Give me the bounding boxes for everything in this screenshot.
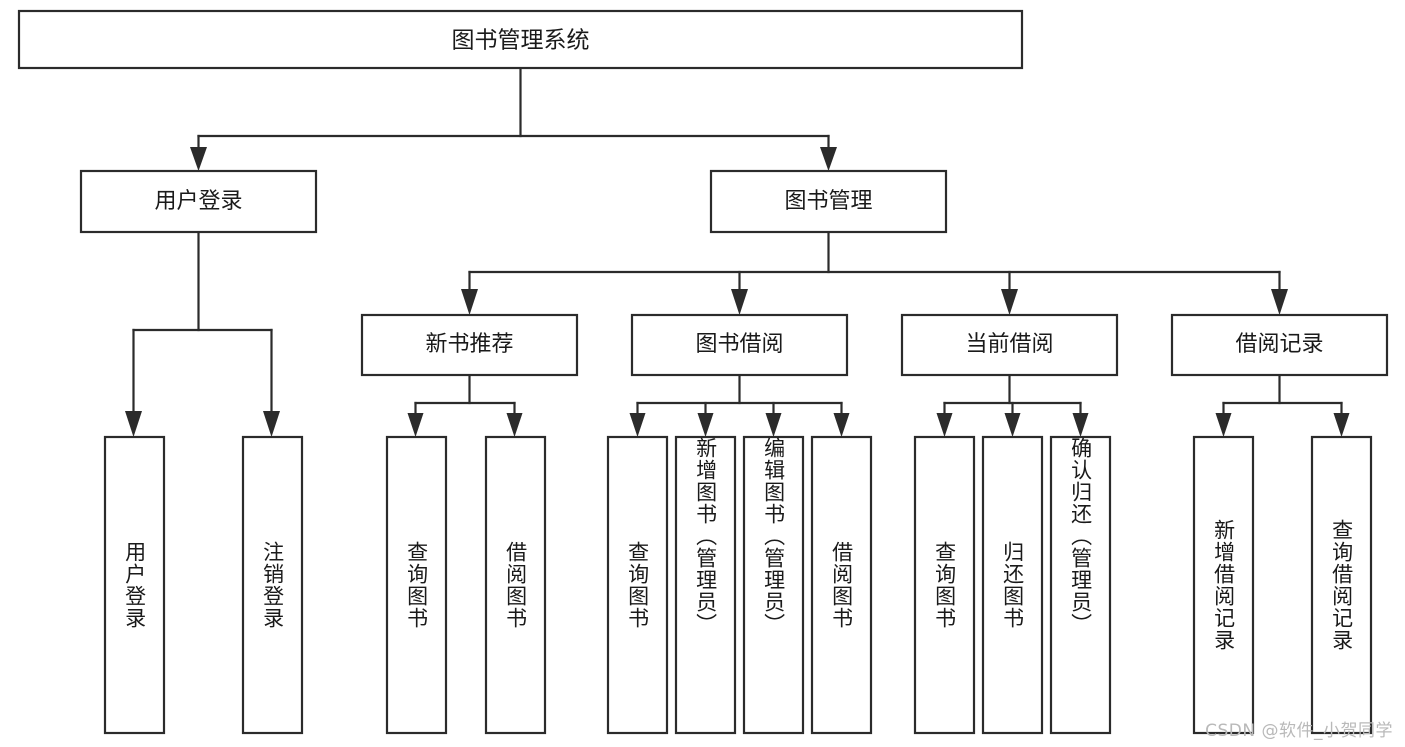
- leaf-box-cb-return-book[interactable]: [981, 435, 1044, 735]
- arrow-leaf-bb-add: [697, 413, 714, 437]
- node-user-login[interactable]: 用户登录: [79, 169, 318, 234]
- leaf-box-group: [103, 435, 1373, 735]
- leaf-box-bb-query-book[interactable]: [606, 435, 669, 735]
- arrow-leaf-cb-query: [936, 413, 953, 437]
- node-book-borrow-label: 图书借阅: [695, 332, 783, 357]
- arrow-level3-book-borrow: [731, 289, 748, 315]
- node-user-login-box[interactable]: [79, 169, 318, 234]
- arrow-level2-user-login: [190, 147, 207, 171]
- arrow-level3-new-book: [461, 289, 478, 315]
- node-book-manage[interactable]: 图书管理: [709, 169, 948, 234]
- leaf-box-bb-add-book[interactable]: [674, 435, 737, 735]
- node-borrow-record-label: 借阅记录: [1235, 332, 1323, 357]
- arrow-leaf-bb-query: [629, 413, 646, 437]
- node-current-borrow[interactable]: 当前借阅: [900, 313, 1119, 377]
- node-new-book-recommend-label: 新书推荐: [425, 332, 513, 357]
- node-new-book-recommend-box[interactable]: [360, 313, 579, 377]
- node-book-borrow[interactable]: 图书借阅: [630, 313, 849, 377]
- arrow-leaf-logout: [263, 411, 280, 437]
- arrow-leaf-bb-edit: [765, 413, 782, 437]
- node-book-borrow-box[interactable]: [630, 313, 849, 377]
- arrow-leaf-br-query: [1333, 413, 1350, 437]
- leaf-box-nb-query-book[interactable]: [385, 435, 448, 735]
- node-root-system-box[interactable]: [17, 9, 1024, 70]
- node-current-borrow-box[interactable]: [900, 313, 1119, 377]
- arrow-level3-current-borrow: [1001, 289, 1018, 315]
- arrow-leaf-cb-confirm: [1072, 413, 1089, 437]
- leaf-box-nb-borrow-book[interactable]: [484, 435, 547, 735]
- node-borrow-record-box[interactable]: [1170, 313, 1389, 377]
- node-new-book-recommend[interactable]: 新书推荐: [360, 313, 579, 377]
- node-book-manage-label: 图书管理: [784, 189, 872, 214]
- leaf-box-br-add-record[interactable]: [1192, 435, 1255, 735]
- node-current-borrow-label: 当前借阅: [965, 332, 1053, 357]
- node-root-system-label: 图书管理系统: [452, 28, 590, 54]
- arrow-leaf-new-book-query: [407, 413, 424, 437]
- node-root-system[interactable]: 图书管理系统: [17, 9, 1024, 70]
- leaf-box-bb-borrow-book[interactable]: [810, 435, 873, 735]
- leaf-box-cb-query-book[interactable]: [913, 435, 976, 735]
- leaf-box-bb-edit-book[interactable]: [742, 435, 805, 735]
- arrow-leaf-new-book-borrow: [506, 413, 523, 437]
- node-user-login-label: 用户登录: [154, 189, 242, 214]
- arrow-leaf-br-add: [1215, 413, 1232, 437]
- arrow-leaf-user-login: [125, 411, 142, 437]
- leaf-box-br-query-record[interactable]: [1310, 435, 1373, 735]
- arrow-leaf-bb-borrow: [833, 413, 850, 437]
- connector-group: [125, 66, 1350, 437]
- leaf-box-cb-confirm-return[interactable]: [1049, 435, 1112, 735]
- node-borrow-record[interactable]: 借阅记录: [1170, 313, 1389, 377]
- watermark-text: CSDN @软件_小贺同学: [1205, 721, 1393, 741]
- arrow-level3-borrow-record: [1271, 289, 1288, 315]
- arrow-level2-book-manage: [820, 147, 837, 171]
- leaf-box-logout[interactable]: [241, 435, 304, 735]
- leaf-box-user-login[interactable]: [103, 435, 166, 735]
- node-book-manage-box[interactable]: [709, 169, 948, 234]
- arrow-leaf-cb-return: [1004, 413, 1021, 437]
